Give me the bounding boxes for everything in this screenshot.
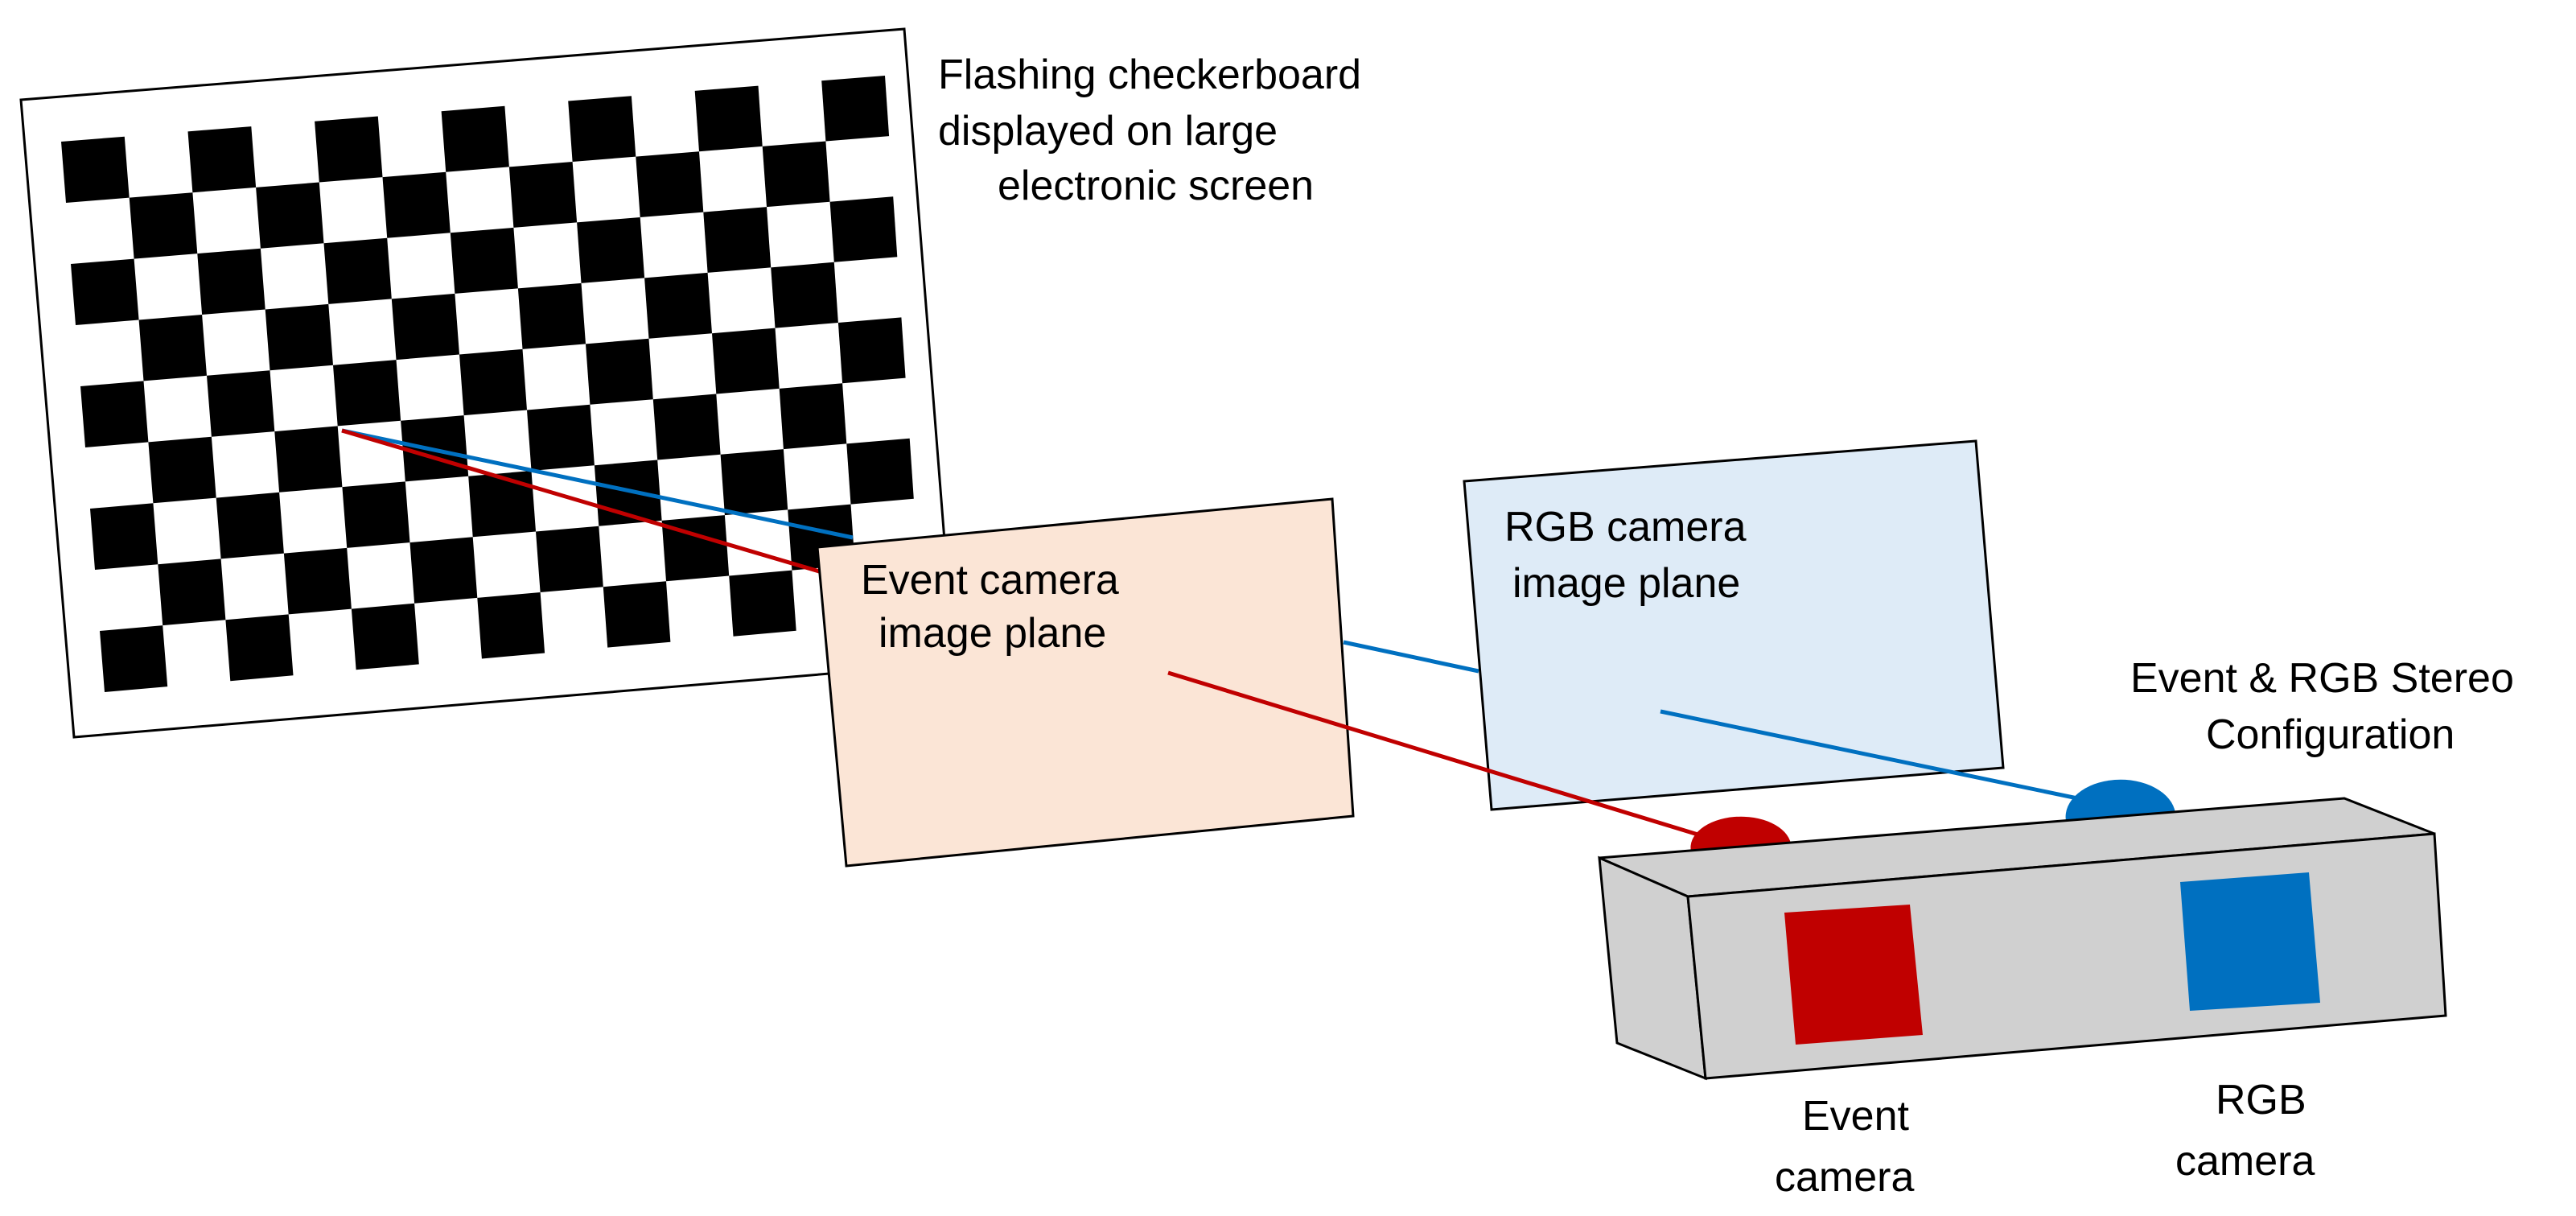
checkerboard-square <box>821 76 890 142</box>
rgb-plane-label-line1: RGB camera <box>1504 504 1747 550</box>
checkerboard-square <box>771 262 838 328</box>
checkerboard-square <box>603 581 671 648</box>
checkerboard-square <box>846 438 914 505</box>
checkerboard-square <box>187 126 257 193</box>
checkerboard-square <box>216 492 284 559</box>
checkerboard-square <box>568 96 636 162</box>
event-ray-back <box>341 428 825 575</box>
checkerboard-square <box>729 570 796 637</box>
rgb-ray-front <box>1660 709 2125 810</box>
checkerboard-square <box>129 192 198 259</box>
checkerboard-square <box>323 237 392 304</box>
rgb-ray-back <box>341 428 854 540</box>
checkerboard-square <box>712 328 780 394</box>
checkerboard-square <box>382 171 451 238</box>
checkerboard-square <box>779 383 847 450</box>
checkerboard-square <box>207 370 275 437</box>
checkerboard-label-line1: Flashing checkerboard <box>938 52 1361 98</box>
checkerboard-square <box>636 151 704 217</box>
checkerboard-square <box>517 282 586 349</box>
checkerboard-label-line3: electronic screen <box>998 163 1314 209</box>
checkerboard-square <box>391 293 459 361</box>
event-plane-label-line2: image plane <box>879 610 1106 657</box>
rgb-camera-sensor <box>2180 872 2320 1011</box>
checkerboard-square <box>586 338 653 405</box>
rgb-plane-label-line2: image plane <box>1512 560 1740 607</box>
event-image-plane <box>816 497 1355 868</box>
checkerboard-square <box>80 381 149 447</box>
rgb-ray-middle <box>1343 640 1479 674</box>
checkerboard-square <box>762 141 830 208</box>
checkerboard-square <box>694 85 763 152</box>
checkerboard-square <box>61 136 130 203</box>
checkerboard-square <box>536 526 603 592</box>
checkerboard-square <box>342 481 410 548</box>
checkerboard-square <box>477 592 545 659</box>
checkerboard-square <box>652 394 721 460</box>
stereo-config-label-line2: Configuration <box>2206 711 2455 758</box>
event-camera-label-line2: camera <box>1775 1154 1914 1201</box>
checkerboard-square <box>225 614 294 682</box>
rgb-image-plane <box>1463 439 2005 811</box>
checkerboard-square <box>71 258 139 325</box>
checkerboard-square <box>450 227 518 294</box>
event-camera-sensor <box>1784 905 1923 1045</box>
rgb-camera-label-line1: RGB <box>2216 1077 2306 1123</box>
rgb-camera-lens-dome <box>2065 779 2175 821</box>
checkerboard-square <box>333 360 401 427</box>
event-camera-lens-dome <box>1690 816 1791 851</box>
checkerboard-square <box>720 449 788 516</box>
checkerboard-square <box>577 217 645 283</box>
checkerboard-square <box>409 537 478 604</box>
checkerboard-square <box>837 317 906 384</box>
checkerboard-square <box>661 515 730 582</box>
checkerboard-square <box>644 272 712 339</box>
checkerboard-square <box>256 182 324 249</box>
checkerboard-square <box>703 207 772 273</box>
event-plane-label-line1: Event camera <box>861 557 1119 604</box>
checkerboard-square <box>148 436 216 504</box>
checkerboard-square <box>459 348 527 416</box>
checkerboard-pattern <box>61 76 922 692</box>
checkerboard-label-line2: displayed on large <box>938 108 1278 155</box>
checkerboard-square <box>138 315 207 381</box>
checkerboard-square <box>351 603 419 670</box>
checkerboard-square <box>315 116 383 183</box>
checkerboard-square <box>468 471 536 538</box>
checkerboard-square <box>274 426 343 493</box>
checkerboard-square <box>197 248 265 315</box>
rgb-camera-label-line2: camera <box>2175 1138 2315 1185</box>
stereo-config-label-line1: Event & RGB Stereo <box>2130 655 2514 702</box>
checkerboard-square <box>283 547 352 615</box>
checkerboard-square <box>265 303 333 371</box>
event-camera-label-line1: Event <box>1802 1093 1910 1140</box>
checkerboard-square <box>829 196 898 262</box>
checkerboard-square <box>441 105 509 172</box>
checkerboard-square <box>90 503 158 570</box>
checkerboard-square <box>100 625 168 692</box>
event-ray-front <box>1167 670 1722 844</box>
checkerboard-square <box>508 162 578 228</box>
checkerboard-square <box>527 404 595 471</box>
checkerboard-square <box>158 559 226 626</box>
